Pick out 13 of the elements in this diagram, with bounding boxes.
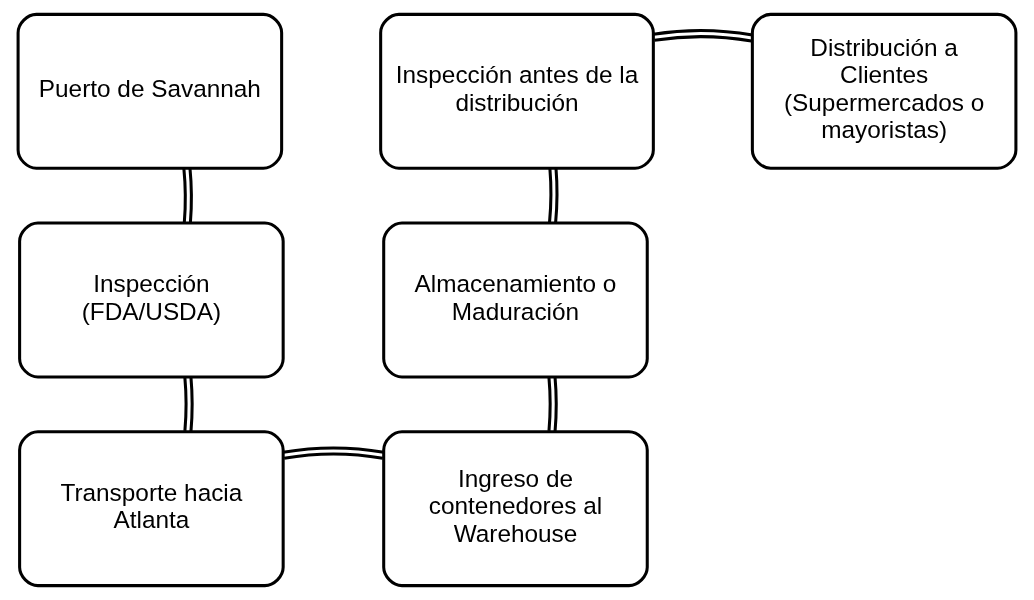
- node-box: Inspección antes de la distribución: [379, 12, 655, 170]
- connector: [547, 376, 558, 432]
- node-box: Distribución a Clientes (Supermercados o mayoristas): [750, 12, 1018, 170]
- connector: [282, 446, 384, 460]
- connector: [653, 29, 753, 43]
- node-box: Transporte hacia Atlanta: [18, 430, 285, 588]
- node-box: Ingreso de contenedores al Warehouse: [382, 430, 649, 588]
- connector: [182, 167, 193, 223]
- node-box: Inspección (FDA/USDA): [18, 221, 285, 379]
- node-box: Almacenamiento o Maduración: [382, 221, 649, 379]
- connector: [183, 376, 194, 432]
- connector: [548, 167, 559, 223]
- node-box: Puerto de Savannah: [16, 12, 284, 170]
